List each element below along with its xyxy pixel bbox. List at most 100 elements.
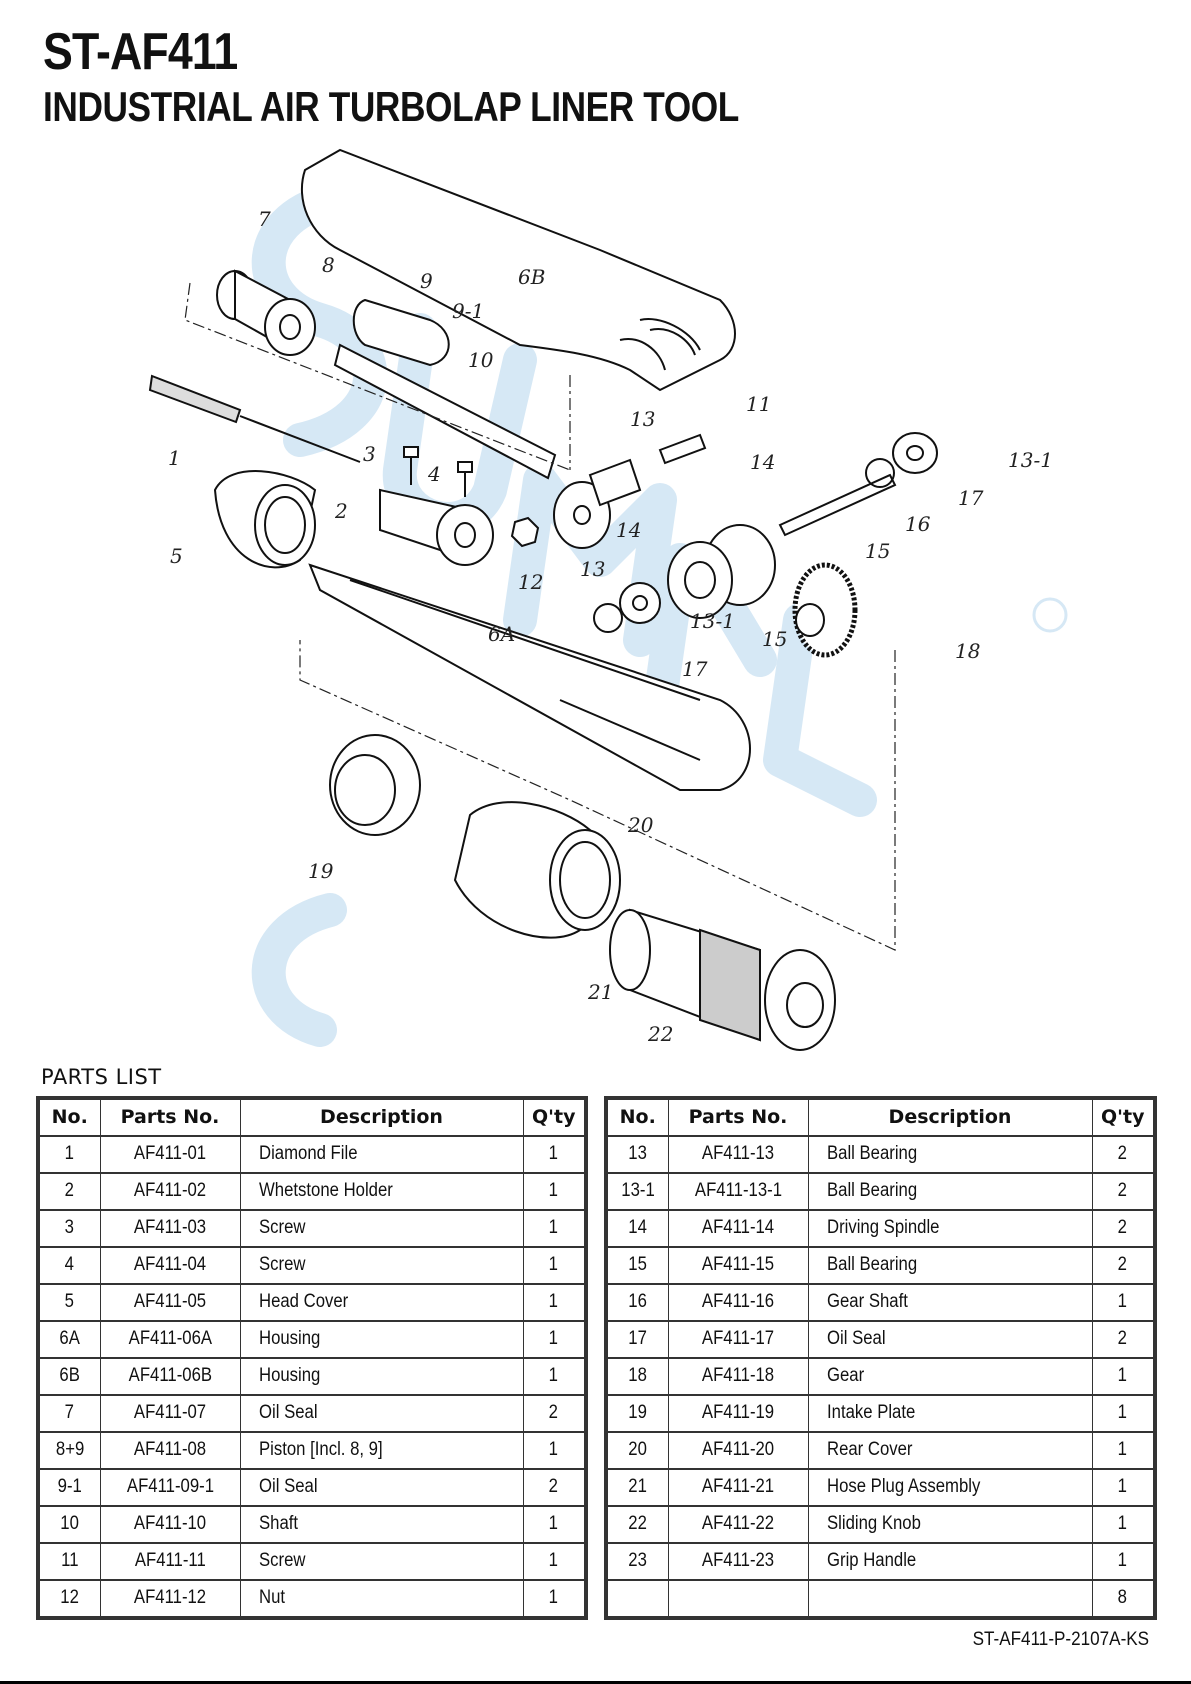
- col-no: No.: [605, 1097, 669, 1137]
- part-number: 4: [65, 1254, 75, 1276]
- description-cell: Ball Bearing: [807, 1246, 1093, 1285]
- part-number-cell: 16: [605, 1283, 669, 1322]
- part-number: 2: [65, 1180, 75, 1202]
- part-number: 18: [628, 1365, 648, 1387]
- description-cell: Rear Cover: [807, 1431, 1093, 1470]
- description-cell: Housing: [239, 1357, 524, 1396]
- quantity-cell: 1: [522, 1135, 587, 1174]
- description: Diamond File: [258, 1143, 358, 1165]
- parts-code-cell: AF411-20: [667, 1431, 809, 1470]
- description-cell: Housing: [239, 1320, 524, 1359]
- quantity-cell: 1: [1091, 1505, 1156, 1544]
- part-number: 19: [628, 1402, 648, 1424]
- col-parts-no: Parts No.: [667, 1097, 809, 1137]
- part-number: 1: [65, 1143, 75, 1165]
- parts-code-cell: AF411-16: [667, 1283, 809, 1322]
- part-number-cell: 6B: [37, 1357, 101, 1396]
- quantity-cell: 1: [1091, 1431, 1156, 1470]
- part-number-cell: 2: [37, 1172, 101, 1211]
- description-cell: Intake Plate: [807, 1394, 1093, 1433]
- col-parts-no: Parts No.: [99, 1097, 241, 1137]
- description-cell: Diamond File: [239, 1135, 524, 1174]
- quantity-cell: 1: [522, 1431, 587, 1470]
- housing-6b: [300, 148, 736, 392]
- part-number-cell: 10: [37, 1505, 101, 1544]
- description: Head Cover: [258, 1291, 348, 1313]
- parts-code: AF411-09-1: [126, 1476, 214, 1498]
- description: Shaft: [258, 1513, 298, 1535]
- quantity-cell: 2: [1091, 1172, 1156, 1211]
- part-number-cell: 13: [605, 1135, 669, 1174]
- part-number-cell: [605, 1579, 669, 1619]
- callout-6A: 6A: [488, 622, 515, 646]
- description-cell: Screw: [239, 1209, 524, 1248]
- part-number-cell: 9-1: [37, 1468, 101, 1507]
- parts-code-cell: AF411-15: [667, 1246, 809, 1285]
- quantity-cell: 1: [522, 1246, 587, 1285]
- quantity: 1: [1118, 1439, 1128, 1461]
- description: Screw: [258, 1550, 305, 1572]
- part-number: 11: [61, 1550, 79, 1572]
- table-row: 4 AF411-04 Screw 1: [37, 1246, 587, 1285]
- callout-13: 13: [580, 557, 605, 581]
- callout-15: 15: [865, 539, 890, 563]
- quantity-cell: 1: [1091, 1394, 1156, 1433]
- quantity: 8: [1118, 1587, 1128, 1609]
- description: Ball Bearing: [826, 1143, 917, 1165]
- quantity: 1: [549, 1550, 559, 1572]
- quantity: 1: [1118, 1476, 1128, 1498]
- table-header-row: No. Parts No. Description Q'ty: [605, 1097, 1156, 1137]
- description: Driving Spindle: [826, 1217, 939, 1239]
- description-cell: Oil Seal: [239, 1394, 524, 1433]
- parts-code: AF411-12: [133, 1587, 207, 1609]
- callout-13-1: 13-1: [690, 609, 735, 633]
- description-cell: Oil Seal: [807, 1320, 1093, 1359]
- description: Whetstone Holder: [258, 1180, 393, 1202]
- parts-code: AF411-07: [133, 1402, 207, 1424]
- description: Grip Handle: [826, 1550, 916, 1572]
- description: Intake Plate: [826, 1402, 915, 1424]
- quantity: 1: [1118, 1365, 1128, 1387]
- parts-code: AF411-04: [133, 1254, 207, 1276]
- quantity-cell: 1: [522, 1579, 587, 1619]
- quantity: 1: [549, 1217, 559, 1239]
- quantity-cell: 1: [1091, 1357, 1156, 1396]
- callout-5: 5: [170, 544, 183, 568]
- callout-20: 20: [627, 813, 654, 837]
- part-number-cell: 20: [605, 1431, 669, 1470]
- part-number: 20: [628, 1439, 648, 1461]
- callout-14: 14: [750, 450, 775, 474]
- description-cell: Gear: [807, 1357, 1093, 1396]
- quantity: 1: [549, 1143, 559, 1165]
- description-cell: Grip Handle: [807, 1542, 1093, 1581]
- callout-22: 22: [647, 1022, 673, 1046]
- part-number-cell: 5: [37, 1283, 101, 1322]
- part-number: 3: [65, 1217, 75, 1239]
- description: Screw: [258, 1254, 305, 1276]
- quantity: 2: [1118, 1328, 1128, 1350]
- callout-2: 2: [334, 499, 348, 523]
- parts-code: AF411-18: [701, 1365, 775, 1387]
- parts-code-cell: AF411-12: [99, 1579, 241, 1619]
- callout-9: 9: [420, 269, 433, 293]
- callout-13: 13: [630, 407, 655, 431]
- parts-code: AF411-13-1: [694, 1180, 782, 1202]
- part-number: 8+9: [55, 1439, 84, 1461]
- description: Oil Seal: [258, 1402, 318, 1424]
- product-name: INDUSTRIAL AIR TURBOLAP LINER TOOL: [43, 83, 739, 130]
- callout-21: 21: [587, 980, 613, 1004]
- description-cell: [807, 1579, 1093, 1619]
- parts-code-cell: AF411-05: [99, 1283, 241, 1322]
- description-cell: Ball Bearing: [807, 1135, 1093, 1174]
- parts-code-cell: AF411-06A: [99, 1320, 241, 1359]
- description: Gear Shaft: [826, 1291, 908, 1313]
- description-cell: Nut: [239, 1579, 524, 1619]
- parts-code: AF411-14: [701, 1217, 775, 1239]
